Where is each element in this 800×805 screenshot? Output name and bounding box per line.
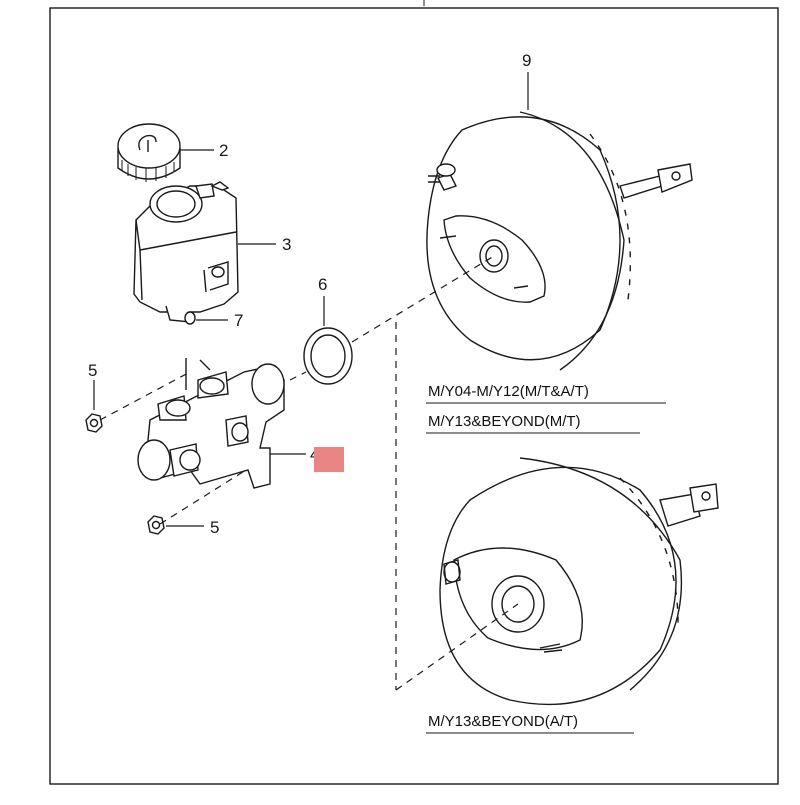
reservoir-part[interactable] [133, 181, 239, 325]
nut-part-upper[interactable] [85, 413, 103, 433]
diagram-frame [49, 0, 779, 785]
callout-6: 6 [318, 275, 327, 294]
variant-label-group-upper: M/Y04-M/Y12(M/T&A/T) M/Y13&BEYOND(M/T) [426, 383, 666, 434]
variant-label-group-lower: M/Y13&BEYOND(A/T) [426, 713, 634, 734]
callout-3: 3 [282, 235, 291, 254]
assembly-guide-lines [99, 255, 519, 691]
callout-7: 7 [234, 311, 243, 330]
reservoir-cap-part[interactable] [117, 123, 181, 182]
nut-part-lower[interactable] [147, 515, 165, 535]
leader-lines [93, 72, 529, 527]
seal-ring-part[interactable] [303, 327, 353, 385]
brake-booster-lower[interactable] [439, 457, 719, 706]
callout-2: 2 [219, 141, 228, 160]
selected-part-highlight[interactable] [314, 447, 344, 472]
callout-5-upper: 5 [88, 361, 97, 380]
variant-label-mt-beyond: M/Y13&BEYOND(M/T) [428, 413, 581, 430]
master-cylinder-part[interactable] [137, 358, 285, 489]
callout-9: 9 [522, 51, 531, 70]
variant-label-mt-range: M/Y04-M/Y12(M/T&A/T) [428, 383, 589, 400]
brake-booster-upper[interactable] [426, 111, 693, 371]
callout-5-lower: 5 [210, 518, 219, 537]
variant-label-at-beyond: M/Y13&BEYOND(A/T) [428, 713, 578, 730]
